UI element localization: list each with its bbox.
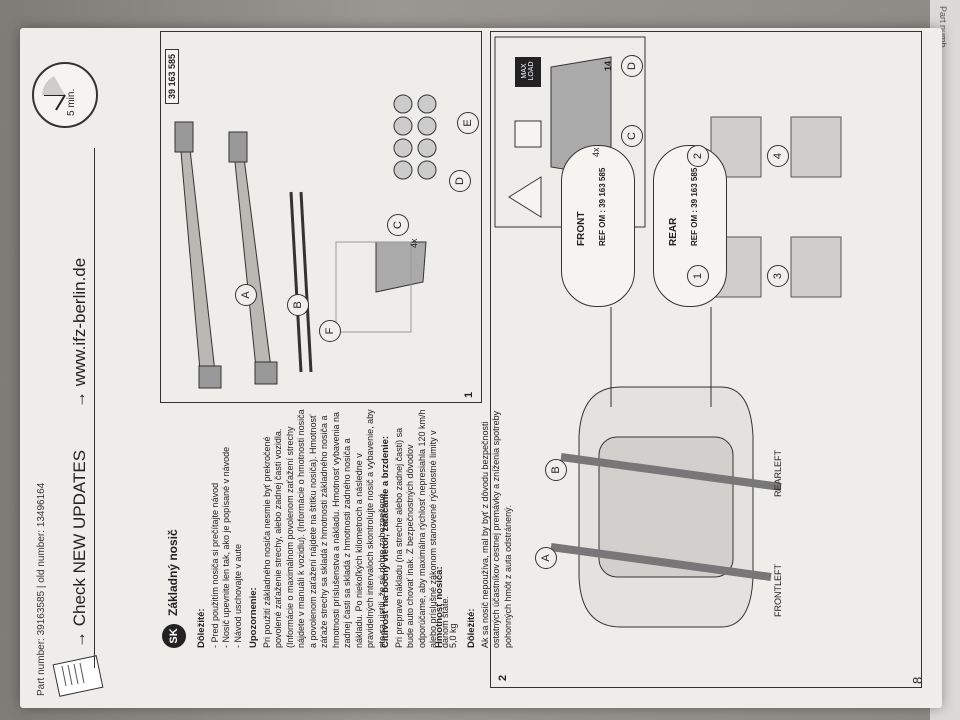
weight-block: Hmotnosť nosiča: 5,0 kg (434, 408, 459, 648)
section-title: Základný nosič (166, 529, 180, 616)
front-sticker: FRONT REF OM : 39 163 585 (561, 145, 635, 307)
check-updates-text: → Check NEW UPDATES (70, 449, 89, 648)
quantity-label: 4x (591, 147, 601, 157)
warning-block: Upozornenie: Pri použití základného nosi… (248, 408, 388, 648)
part-label: B (545, 459, 567, 481)
part-label: C (621, 125, 643, 147)
step-number: 4 (767, 145, 789, 167)
part-label: C (387, 214, 409, 236)
sticker-ref: REF OM : 39 163 585 (598, 167, 607, 246)
booklet-page: Part number: 39163585 | old number: 1349… (20, 28, 942, 708)
part-number: Part number: 39163585 | old number: 1349… (36, 482, 47, 696)
part-label: A (535, 547, 557, 569)
part-label: A (235, 284, 257, 306)
bolt-icons (393, 94, 437, 180)
part-label: B (287, 294, 309, 316)
manual-document-icon (52, 655, 104, 697)
note-heading: Dôležité: (466, 608, 477, 648)
rotated-content: Part number: 39163585 | old number: 1349… (20, 28, 942, 708)
important-item: - Pred použitím nosiča si prečítajte náv… (209, 482, 220, 648)
torque-value: 14 (603, 60, 613, 71)
part-label: D (621, 55, 643, 77)
installation-illustration (494, 36, 842, 628)
step-number: 3 (767, 265, 789, 287)
max-load-icon: MAX LOAD (521, 61, 535, 81)
sticker-ref: REF OM : 39 163 585 (690, 167, 699, 246)
language-badge: SK (162, 624, 186, 648)
warning-text: Pri použití základného nosiča nesmie byť… (261, 409, 387, 648)
figure-1-parts: 1 39 163 585 A B C D E F 4x (160, 31, 482, 403)
underlying-page-text: Part numb (938, 6, 948, 48)
sticker-title: REAR (668, 217, 679, 246)
warning-heading: Upozornenie: (248, 587, 259, 648)
sticker-title: FRONT (576, 211, 587, 246)
rear-left-label: REARLEFT (773, 449, 783, 497)
website-link[interactable]: → www.ifz-berlin.de (70, 257, 89, 408)
wind-heading: Citlivosť na bočný vietor, zatáčanie a b… (380, 435, 391, 648)
step-number: 2 (687, 145, 709, 167)
figure-2-installation: 2 (490, 31, 922, 688)
weight-text: 5,0 kg (447, 623, 458, 648)
header-rule (94, 148, 95, 668)
part-label: E (457, 112, 479, 134)
roof-bars-illustration (174, 121, 427, 389)
important-item: - Nosič upevnite len tak, ako je popísan… (221, 446, 231, 648)
weight-heading: Hmotnosť nosiča: (434, 566, 445, 648)
step-number: 1 (687, 265, 709, 287)
front-left-label: FRONTLEFT (773, 564, 783, 617)
important-heading: Dôležité: (196, 608, 207, 648)
quantity-label: 4x (409, 238, 419, 248)
important-block: Dôležité: - Pred použitím nosiča si preč… (196, 408, 244, 648)
part-label: F (319, 320, 341, 342)
important-item: - Návod uschovajte v aute (232, 543, 243, 648)
clock-duration: 5 min. (66, 88, 77, 116)
part-label: D (449, 170, 471, 192)
clock-icon (32, 62, 98, 128)
